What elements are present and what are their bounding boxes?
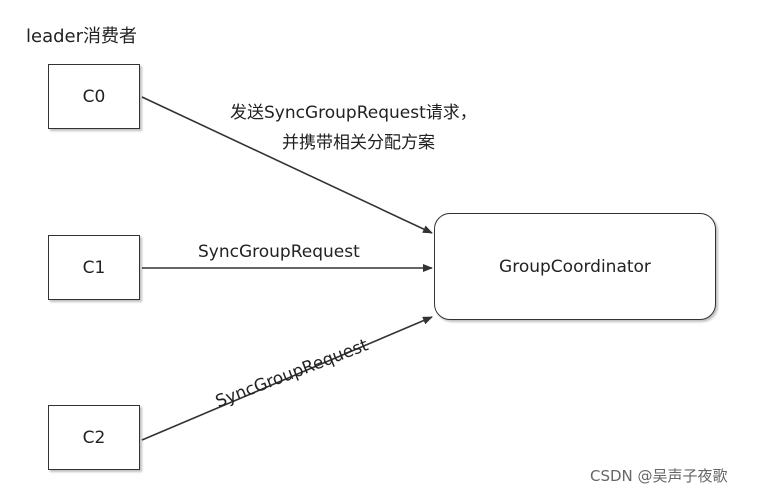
consumer-c0-node: C0 [48, 64, 140, 129]
group-coordinator-node: GroupCoordinator [434, 213, 716, 320]
edge-c0-label-line2: 并携带相关分配方案 [282, 133, 435, 153]
edge-c1-label: SyncGroupRequest [198, 242, 360, 262]
edge-c0-label-line1: 发送SyncGroupRequest请求， [230, 103, 477, 123]
consumer-c2-node: C2 [48, 405, 140, 470]
watermark: CSDN @吴声子夜歌 [590, 467, 728, 485]
arrow-c2-to-coordinator [141, 316, 433, 441]
leader-consumer-label: leader消费者 [26, 26, 138, 47]
arrow-c0-to-coordinator [141, 96, 433, 234]
consumer-c1-node: C1 [48, 235, 140, 300]
